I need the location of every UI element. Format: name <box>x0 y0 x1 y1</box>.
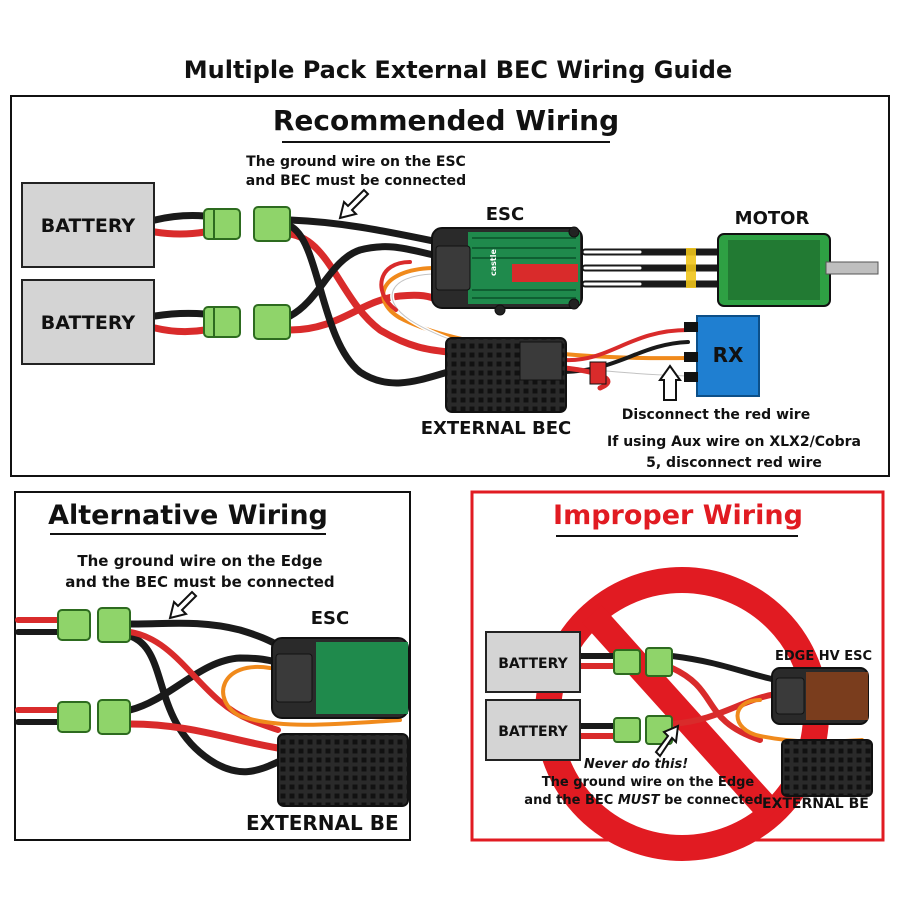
bec-label: EXTERNAL BEC <box>421 418 572 439</box>
page-title: Multiple Pack External BEC Wiring Guide <box>184 56 732 84</box>
battery-2: BATTERY <box>21 279 155 365</box>
improper-battery-2-label: BATTERY <box>498 724 568 740</box>
improper-warning-3-emph: MUST <box>618 793 661 808</box>
alternative-wires <box>15 617 402 776</box>
alt-bec-unit: EXTERNAL BE <box>246 733 409 835</box>
alt-esc-unit: ESC <box>271 608 409 719</box>
connector-pair-1 <box>203 206 291 242</box>
esc-brand: castle <box>489 249 498 276</box>
ground-note-arrow <box>338 188 370 220</box>
motor-label: MOTOR <box>735 208 810 229</box>
rx-unit: RX <box>684 315 760 397</box>
improper-warning-3: and the BEC MUST be connected. <box>524 793 767 808</box>
improper-warning-3-pre: and the BEC <box>524 793 618 808</box>
improper-battery-2: BATTERY <box>485 699 581 761</box>
aux-note-2: 5, disconnect red wire <box>646 455 822 471</box>
motor-unit: MOTOR <box>686 208 879 307</box>
improper-warning-1: Never do this! <box>584 757 688 772</box>
recommended-panel: Recommended Wiring The ground wire on th… <box>10 95 890 477</box>
recommended-heading: Recommended Wiring <box>273 104 619 137</box>
improper-panel: Improper Wiring BATTERY BATTERY <box>470 490 885 861</box>
connector-pair-2 <box>203 304 291 340</box>
improper-bec-label: EXTERNAL BE <box>762 796 869 812</box>
alt-connectors <box>57 607 131 735</box>
rx-label: RX <box>713 343 744 367</box>
esc-unit: ESC castle <box>431 204 583 316</box>
improper-arrow <box>654 724 680 758</box>
improper-warning-2: The ground wire on the Edge <box>542 775 755 790</box>
alt-bec-label: EXTERNAL BE <box>246 811 399 835</box>
improper-esc-unit: EDGE HV ESC <box>771 649 872 725</box>
disconnect-note: Disconnect the red wire <box>622 407 810 423</box>
improper-warning-3-post: be connected. <box>660 793 768 808</box>
battery-1: BATTERY <box>21 182 155 268</box>
recommended-ground-note-1: The ground wire on the ESC <box>246 154 466 170</box>
improper-wires <box>577 653 864 744</box>
alternative-panel: Alternative Wiring The ground wire on th… <box>14 491 411 841</box>
improper-bec-unit: EXTERNAL BE <box>762 739 873 812</box>
improper-esc-label: EDGE HV ESC <box>775 649 872 664</box>
improper-battery-1-label: BATTERY <box>498 656 568 672</box>
disconnect-arrow <box>658 364 682 401</box>
alternative-ground-note-1: The ground wire on the Edge <box>77 552 322 570</box>
external-bec-unit: EXTERNAL BEC <box>421 337 607 439</box>
alternative-heading: Alternative Wiring <box>48 500 328 531</box>
improper-heading: Improper Wiring <box>553 500 803 531</box>
improper-battery-1: BATTERY <box>485 631 581 693</box>
esc-label: ESC <box>486 204 524 225</box>
battery-2-label: BATTERY <box>41 312 136 334</box>
recommended-ground-note-2: and BEC must be connected <box>246 173 466 189</box>
battery-1-label: BATTERY <box>41 215 136 237</box>
alt-ground-arrow <box>168 590 198 620</box>
improper-connectors <box>613 647 673 745</box>
alternative-ground-note-2: and the BEC must be connected <box>65 573 334 591</box>
alt-esc-label: ESC <box>311 608 349 629</box>
aux-note-1: If using Aux wire on XLX2/Cobra <box>607 434 861 450</box>
